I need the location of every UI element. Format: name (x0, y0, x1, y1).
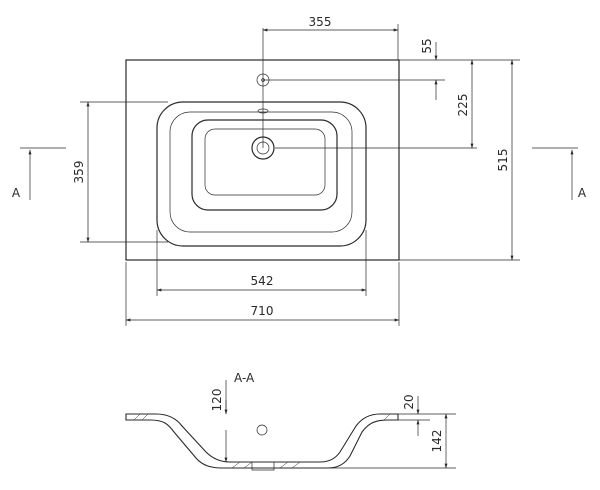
top-view: 355 55 225 515 359 542 710 A (12, 15, 587, 326)
basin-bottom (191, 119, 338, 211)
dim-120-label: 120 (210, 389, 224, 412)
dim-142-label: 142 (430, 430, 444, 453)
basin-inner-contour (169, 111, 353, 233)
section-tap-hole (256, 424, 268, 436)
basin-outer-rim (156, 101, 367, 247)
section-marker-left: A (12, 147, 66, 200)
dim-55-label: 55 (420, 38, 434, 53)
section-marker-right: A (532, 147, 587, 200)
slab-outline (125, 59, 400, 261)
section-title: A-A (234, 371, 255, 385)
section-view: A-A 120 20 142 (125, 371, 456, 471)
dim-359-label: 359 (72, 161, 86, 184)
section-drain (251, 462, 275, 471)
section-marker-right-label: A (578, 186, 587, 200)
dim-20-label: 20 (402, 394, 416, 409)
basin-bottom-flat (204, 128, 326, 196)
section-profile (125, 413, 399, 469)
section-marker-left-label: A (12, 186, 21, 200)
dim-542-label: 542 (251, 274, 274, 288)
dim-225-label: 225 (456, 94, 470, 117)
dim-515-label: 515 (496, 149, 510, 172)
dim-710-label: 710 (251, 304, 274, 318)
dim-355-label: 355 (309, 15, 332, 29)
